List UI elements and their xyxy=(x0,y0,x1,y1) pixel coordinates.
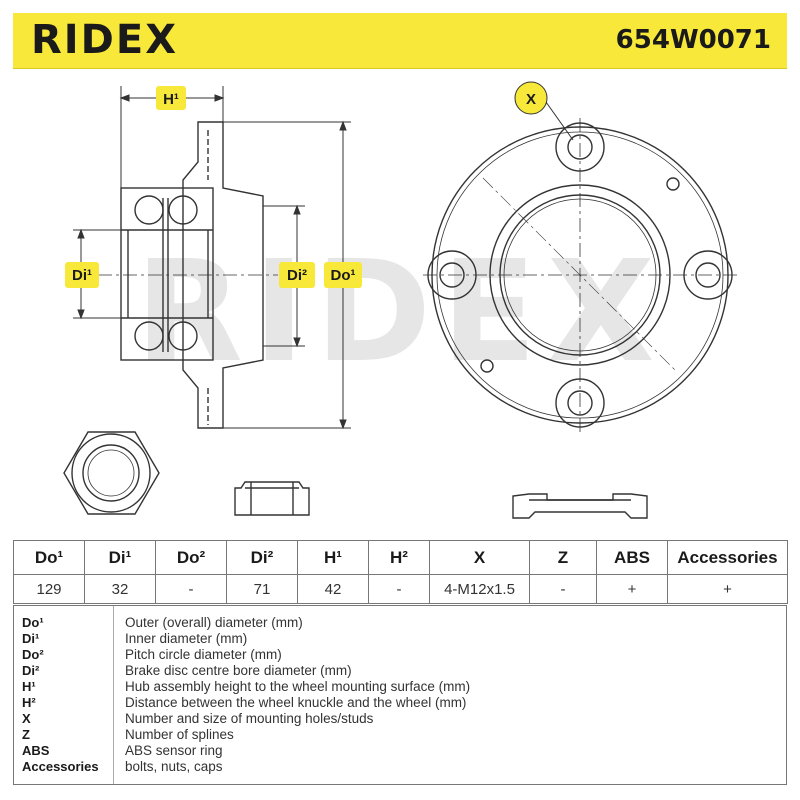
spec-value: - xyxy=(155,574,227,604)
legend-row: Do¹ Outer (overall) diameter (mm) xyxy=(14,615,788,631)
stud-hole-left xyxy=(439,262,465,288)
legend-row: Z Number of splines xyxy=(14,727,788,743)
col-header: Di² xyxy=(226,540,298,575)
brand-logo: RIDEX xyxy=(31,17,179,63)
legend-row: Di² Brake disc centre bore diameter (mm) xyxy=(14,663,788,679)
legend-row: X Number and size of mounting holes/stud… xyxy=(14,711,788,727)
col-header: ABS xyxy=(596,540,668,575)
col-header: Di¹ xyxy=(84,540,156,575)
bearing-ball-3 xyxy=(134,321,164,351)
cap-drawing-small xyxy=(234,481,310,516)
legend-desc: Hub assembly height to the wheel mountin… xyxy=(125,679,471,694)
watermark-text: RIDEX xyxy=(135,231,665,394)
legend-row: ABS ABS sensor ring xyxy=(14,743,788,759)
label-di2: Di² xyxy=(287,267,307,284)
badge-di2 xyxy=(279,262,315,288)
legend-desc: Number and size of mounting holes/studs xyxy=(125,711,374,726)
legend-row: Di¹ Inner diameter (mm) xyxy=(14,631,788,647)
col-header: Do¹ xyxy=(13,540,85,575)
bearing-housing xyxy=(120,187,214,361)
label-di1: Di¹ xyxy=(72,267,92,284)
spec-value: - xyxy=(529,574,597,604)
col-header: Z xyxy=(529,540,597,575)
legend-desc: Number of splines xyxy=(125,727,234,742)
legend-key: Di¹ xyxy=(22,631,40,646)
side-view xyxy=(73,121,278,429)
col-header: H² xyxy=(368,540,430,575)
legend-key: Z xyxy=(22,727,30,742)
col-header: Do² xyxy=(155,540,227,575)
legend-row: Accessories bolts, nuts, caps xyxy=(14,759,788,775)
label-h1: H¹ xyxy=(163,91,179,108)
legend-key: H¹ xyxy=(22,679,36,694)
technical-drawing: RIDEX xyxy=(13,70,787,540)
spec-value: 129 xyxy=(13,574,85,604)
hex-nut-drawing xyxy=(63,431,160,515)
legend-desc: Outer (overall) diameter (mm) xyxy=(125,615,303,630)
spec-header-row: Do¹ Di¹ Do² Di² H¹ H² X Z ABS Accessorie… xyxy=(13,540,788,575)
badge-x xyxy=(514,81,548,115)
badge-di1 xyxy=(65,262,99,288)
stud-hole-bottom xyxy=(567,390,593,416)
header-bar: RIDEX 654W0071 xyxy=(13,13,787,69)
stud-hole-right xyxy=(695,262,721,288)
spec-value: + xyxy=(596,574,668,604)
label-do1: Do¹ xyxy=(331,267,356,284)
legend-key: Do¹ xyxy=(22,615,44,630)
legend-row: Do² Pitch circle diameter (mm) xyxy=(14,647,788,663)
spec-value-row: 129 32 - 71 42 - 4-M12x1.5 - + + xyxy=(13,574,788,604)
part-number: 654W0071 xyxy=(615,25,771,55)
spec-value: 71 xyxy=(226,574,298,604)
legend-desc: ABS sensor ring xyxy=(125,743,223,758)
bearing-ball-1 xyxy=(134,195,164,225)
legend-key: Do² xyxy=(22,647,44,662)
legend-divider xyxy=(113,606,114,784)
spec-value: 4-M12x1.5 xyxy=(429,574,530,604)
legend-desc: bolts, nuts, caps xyxy=(125,759,223,774)
col-header: Accessories xyxy=(667,540,788,575)
spec-value: + xyxy=(667,574,788,604)
x-leader xyxy=(545,101,574,141)
badge-h1 xyxy=(156,86,186,110)
legend-desc: Brake disc centre bore diameter (mm) xyxy=(125,663,352,678)
legend-desc: Pitch circle diameter (mm) xyxy=(125,647,282,662)
spec-value: - xyxy=(368,574,430,604)
spec-value: 32 xyxy=(84,574,156,604)
col-header: X xyxy=(429,540,530,575)
legend-key: ABS xyxy=(22,743,50,758)
legend-desc: Distance between the wheel knuckle and t… xyxy=(125,695,467,710)
stud-hole-top xyxy=(567,134,593,160)
front-view xyxy=(423,118,738,432)
badge-do1 xyxy=(324,262,362,288)
bearing-ball-4 xyxy=(168,321,198,351)
legend-row: H² Distance between the wheel knuckle an… xyxy=(14,695,788,711)
col-header: H¹ xyxy=(297,540,369,575)
legend-row: H¹ Hub assembly height to the wheel moun… xyxy=(14,679,788,695)
cap-drawing-large xyxy=(512,493,648,519)
legend-key: Accessories xyxy=(22,759,99,774)
center-bore-outer xyxy=(489,184,671,366)
spec-value: 42 xyxy=(297,574,369,604)
label-x: X xyxy=(526,91,536,108)
spec-table: Do¹ Di¹ Do² Di² H¹ H² X Z ABS Accessorie… xyxy=(13,540,788,604)
bearing-ball-2 xyxy=(168,195,198,225)
legend-key: Di² xyxy=(22,663,40,678)
legend-box: Do¹ Outer (overall) diameter (mm) Di¹ In… xyxy=(13,605,787,785)
drawing-svg: RIDEX xyxy=(63,81,738,519)
legend-key: X xyxy=(22,711,31,726)
legend-key: H² xyxy=(22,695,36,710)
legend-desc: Inner diameter (mm) xyxy=(125,631,248,646)
